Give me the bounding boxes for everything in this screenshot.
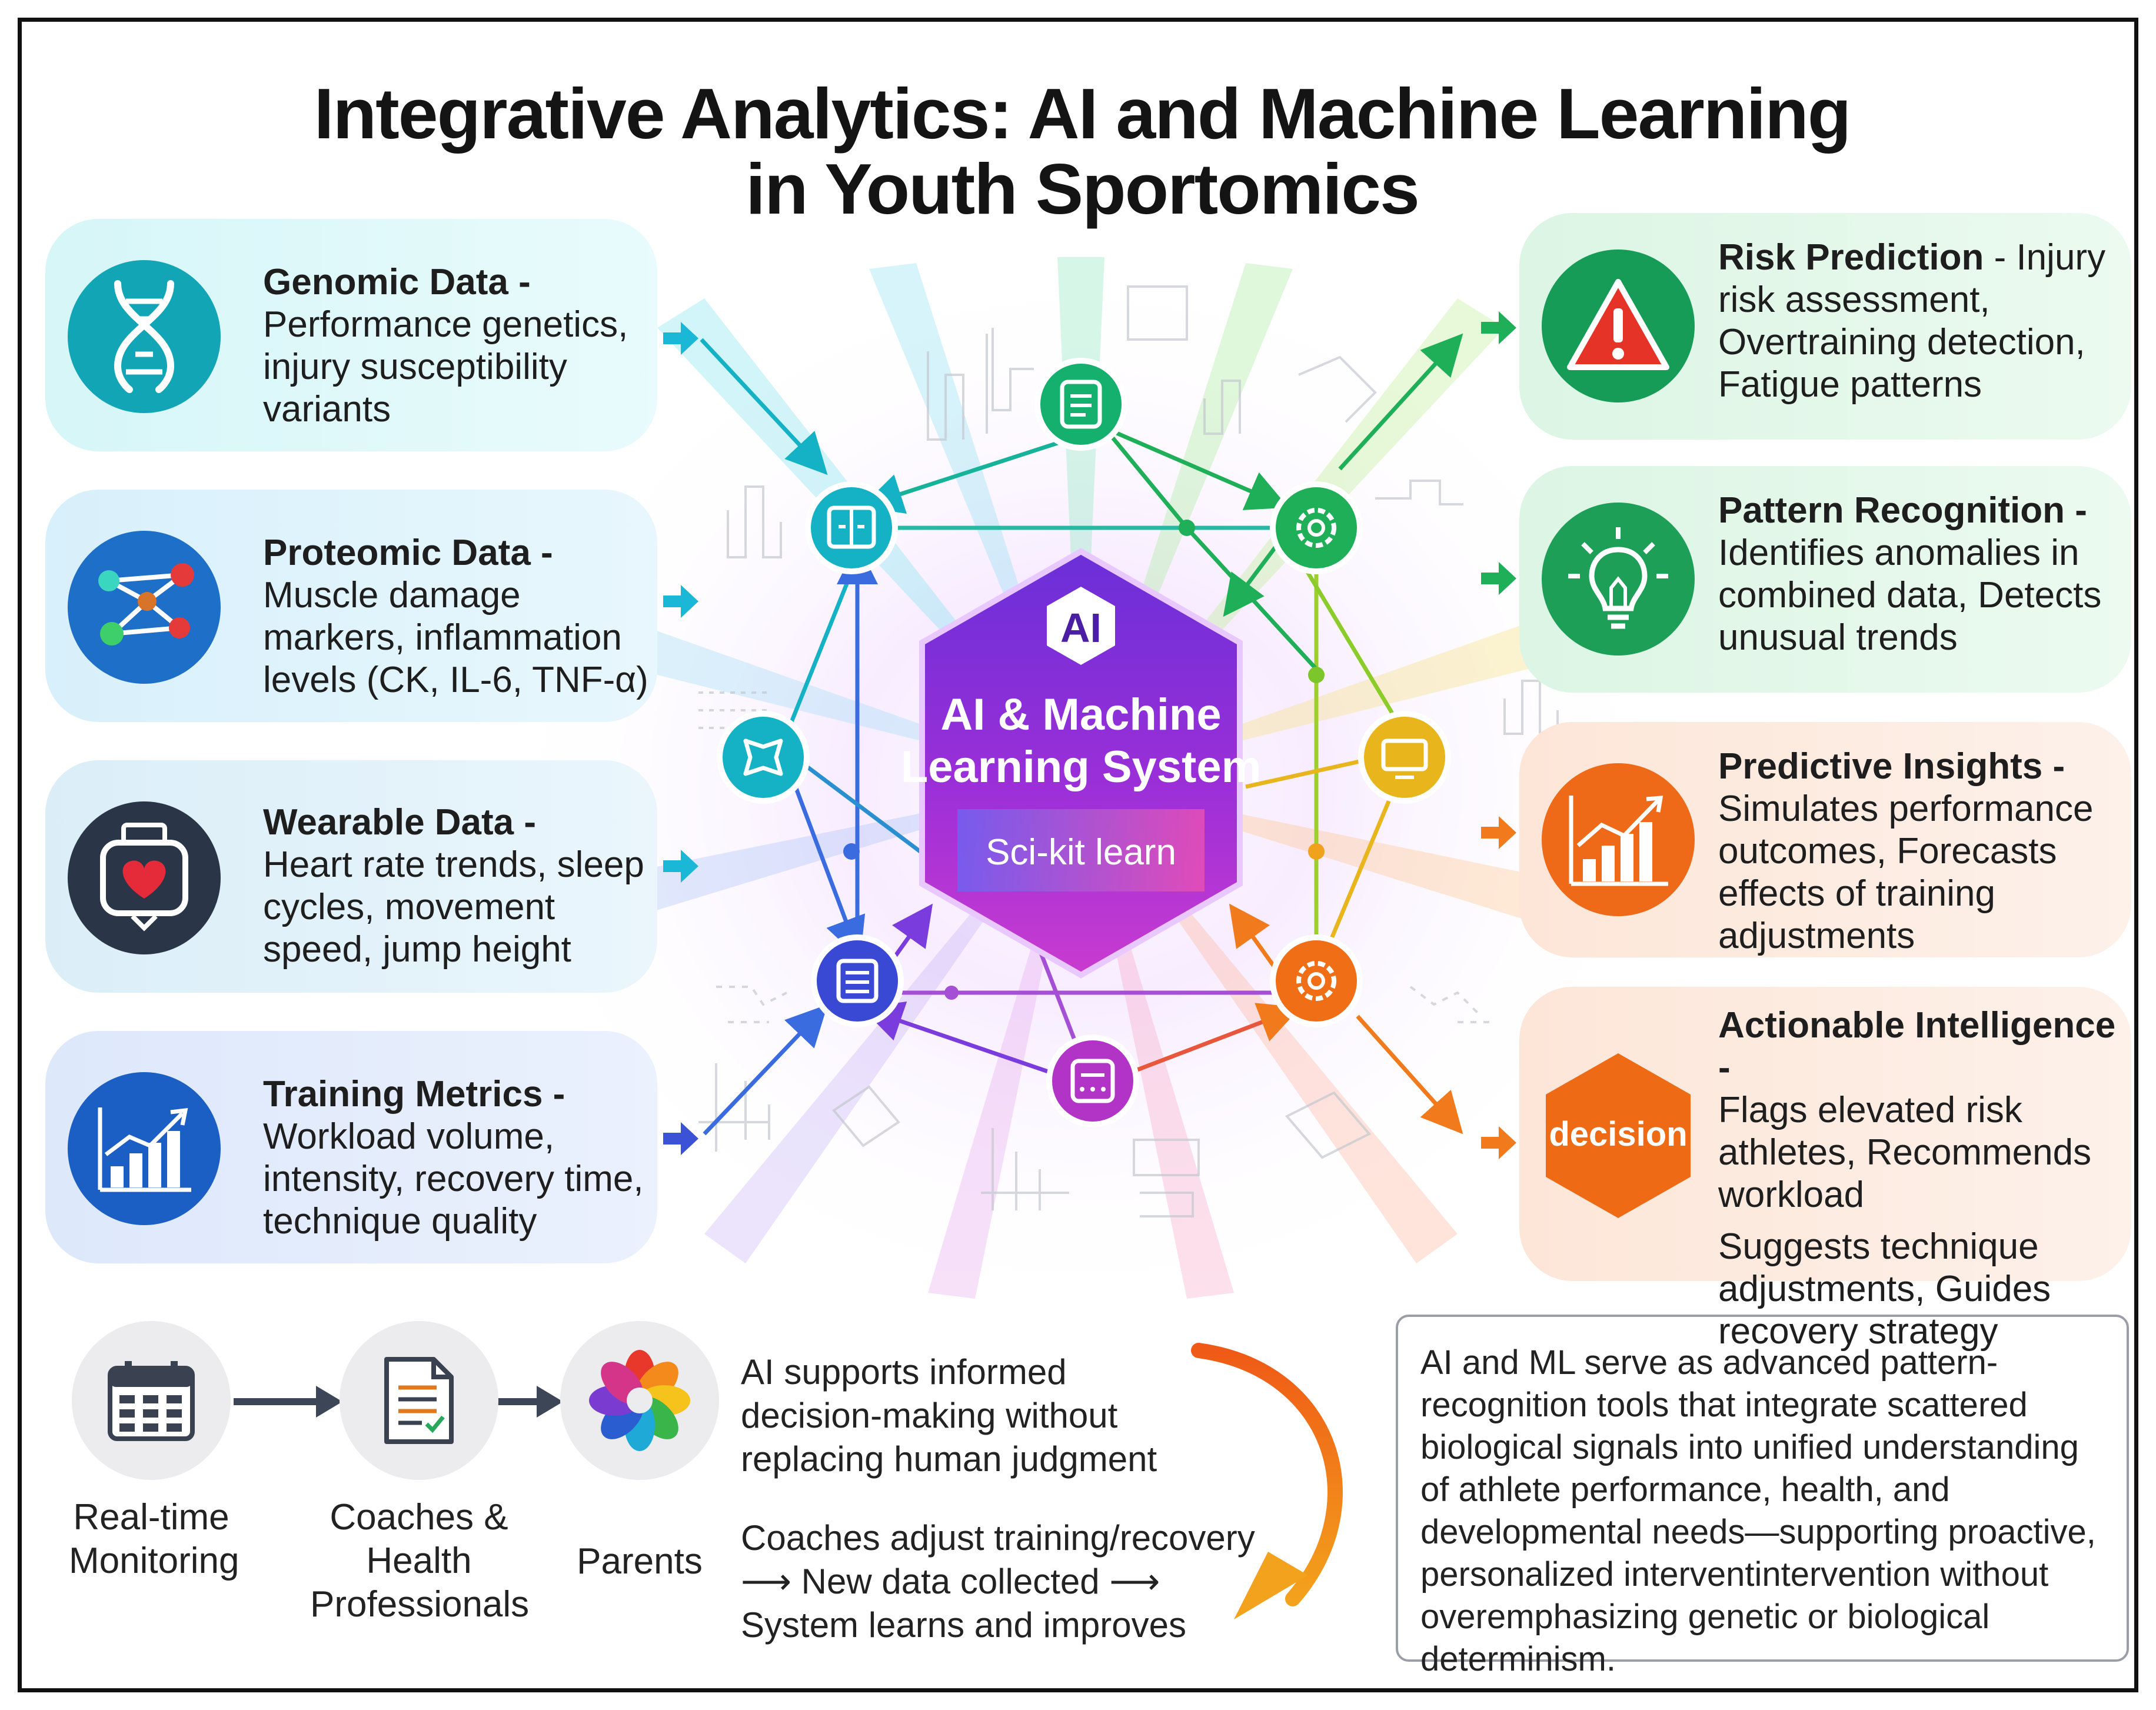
title-line-1: Integrative Analytics: AI and Machine Le…	[314, 74, 1852, 154]
risk-title: Risk Prediction	[1718, 237, 1984, 278]
feedback-cycle-arrowhead	[1234, 1552, 1308, 1619]
monitoring-circle	[72, 1321, 231, 1480]
ai-badge	[1047, 587, 1115, 665]
decision-support-note: AI supports informed decision-making wit…	[741, 1352, 1157, 1479]
genomic-circle	[68, 260, 221, 413]
predictive-circle	[1542, 763, 1695, 916]
background-sketches	[698, 285, 1559, 1217]
professionals-circle	[340, 1321, 498, 1480]
title-line-2: in Youth Sportomics	[746, 149, 1420, 229]
pattern-circle	[1542, 503, 1695, 656]
flow-label-professionals: Coaches & Health Professionals	[310, 1497, 530, 1625]
ai-badge-text: AI	[1060, 605, 1102, 651]
wearable-title: Wearable Data -	[263, 802, 537, 843]
input-arrows	[663, 322, 828, 1155]
risk-circle	[1542, 249, 1695, 402]
pattern-desc: Identifies anomalies in combined data, D…	[1718, 533, 2102, 658]
genomic-title: Genomic Data -	[263, 262, 531, 302]
predictive-desc: Simulates performance outcomes, Forecast…	[1718, 789, 2094, 956]
dna-icon	[114, 280, 175, 393]
page-title: Integrative Analytics: AI and Machine Le…	[22, 74, 2134, 229]
flow-label-parents: Parents	[577, 1541, 703, 1582]
wearable-desc: Heart rate trends, sleep cycles, movemen…	[263, 844, 644, 970]
smartwatch-heart-icon	[100, 823, 188, 931]
genomic-text: Genomic Data - Performance genetics, inj…	[263, 261, 646, 431]
parents-circle	[560, 1321, 719, 1480]
node-gear-icon	[1270, 481, 1363, 574]
node-calculator-icon	[1046, 1034, 1139, 1127]
input-card-training: Training Metrics - Workload volume, inte…	[45, 1031, 657, 1263]
infographic-frame: Integrative Analytics: AI and Machine Le…	[18, 18, 2138, 1692]
molecule-network-icon	[98, 563, 194, 646]
proteomic-text: Proteomic Data - Muscle damage markers, …	[263, 532, 651, 701]
training-text: Training Metrics - Workload volume, inte…	[263, 1073, 646, 1243]
decision-label: decision	[1549, 1115, 1687, 1153]
input-card-genomic: Genomic Data - Performance genetics, inj…	[45, 219, 657, 451]
ai-core: AI AI & Machine Learning System Sci-kit …	[901, 548, 1261, 979]
output-card-risk: Risk Prediction - Injury risk assessment…	[1519, 213, 2131, 440]
proteomic-desc: Muscle damage markers, inflammation leve…	[263, 575, 648, 700]
calendar-icon	[108, 1361, 195, 1441]
predictive-text: Predictive Insights - Simulates performa…	[1718, 746, 2124, 957]
pattern-text: Pattern Recognition - Identifies anomali…	[1718, 490, 2124, 659]
input-card-wearable: Wearable Data - Heart rate trends, sleep…	[45, 760, 657, 993]
library-box	[957, 809, 1205, 891]
feedback-loop-note: Coaches adjust training/recovery ⟶ New d…	[741, 1518, 1255, 1645]
wearable-circle	[68, 801, 221, 954]
actionable-title: Actionable Intelligence -	[1718, 1005, 2116, 1088]
output-card-actionable: decision Actionable Intelligence - Flags…	[1519, 987, 2131, 1352]
color-wheel-icon	[589, 1350, 690, 1451]
proteomic-title: Proteomic Data -	[263, 533, 553, 573]
node-document-icon	[1034, 358, 1127, 451]
training-circle	[68, 1072, 221, 1225]
warning-icon	[1567, 279, 1669, 370]
flow-arrows	[234, 1386, 563, 1418]
output-arrows	[1338, 311, 1516, 1159]
actionable-desc: Flags elevated risk athletes, Recommends…	[1718, 1090, 2092, 1215]
lightbulb-icon	[1568, 527, 1668, 629]
wearable-text: Wearable Data - Heart rate trends, sleep…	[263, 801, 646, 971]
feedback-cycle-arrow	[1191, 1343, 1343, 1606]
node-panel-icon	[805, 481, 898, 574]
bar-chart-icon	[98, 1107, 191, 1192]
node-cog-icon	[1270, 934, 1363, 1027]
network-nodes	[717, 358, 1451, 1127]
node-list-icon	[811, 934, 904, 1027]
library-label: Sci-kit learn	[986, 832, 1176, 873]
growth-chart-icon	[1569, 796, 1668, 886]
training-title: Training Metrics -	[263, 1074, 565, 1115]
risk-text: Risk Prediction - Injury risk assessment…	[1718, 237, 2124, 406]
output-card-predictive: Predictive Insights - Simulates performa…	[1519, 722, 2131, 957]
output-card-pattern: Pattern Recognition - Identifies anomali…	[1519, 466, 2131, 693]
document-checklist-icon	[384, 1357, 454, 1444]
risk-desc: - Injury risk assessment, Overtraining d…	[1718, 237, 2106, 405]
genomic-desc: Performance genetics, injury susceptibil…	[263, 304, 628, 430]
node-monitor-icon	[1358, 711, 1451, 804]
actionable-desc-2: Suggests technique adjustments, Guides r…	[1718, 1226, 2051, 1352]
flow-label-monitoring: Real-time Monitoring	[69, 1497, 239, 1581]
training-desc: Workload volume, intensity, recovery tim…	[263, 1116, 644, 1242]
pattern-title: Pattern Recognition -	[1718, 490, 2087, 531]
input-card-proteomic: Proteomic Data - Muscle damage markers, …	[45, 490, 657, 722]
actionable-hexagon: decision	[1542, 1050, 1695, 1221]
network-diagram: AI AI & Machine Learning System Sci-kit …	[234, 257, 1669, 1619]
core-title-line-1: AI & Machine	[940, 690, 1221, 740]
summary-box: AI and ML serve as advanced pattern-reco…	[1396, 1315, 2129, 1678]
actionable-text: Actionable Intelligence - Flags elevated…	[1718, 1004, 2131, 1353]
node-puzzle-icon	[717, 711, 810, 804]
decision-hexagon-icon: decision	[1546, 1053, 1691, 1218]
proteomic-circle	[68, 531, 221, 684]
core-title-line-2: Learning System	[901, 742, 1261, 792]
predictive-title: Predictive Insights -	[1718, 746, 2065, 787]
